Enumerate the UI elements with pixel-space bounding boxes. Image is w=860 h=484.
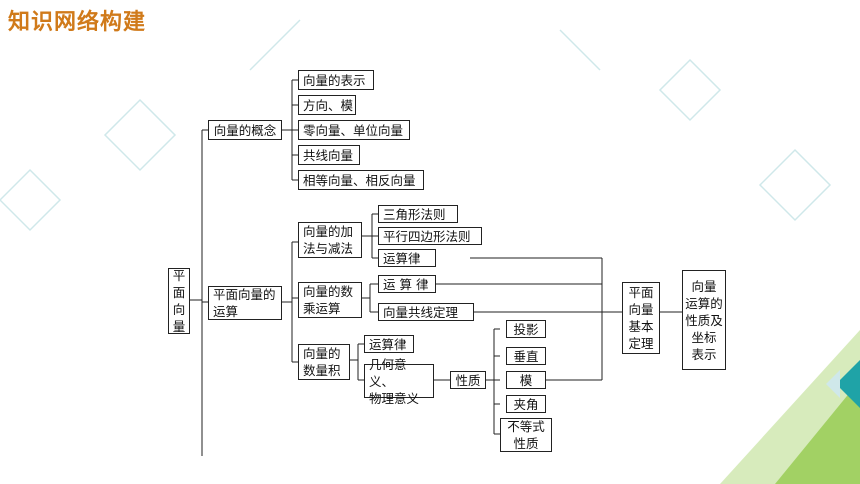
deco-diamond — [0, 168, 62, 232]
node-dot-property: 性质 — [450, 371, 486, 389]
node-operations: 平面向量的 运算 — [208, 286, 282, 320]
node-scalar-mult-item: 向量共线定理 — [378, 303, 474, 321]
deco-diamond — [658, 58, 722, 122]
page-title: 知识网络构建 — [8, 10, 147, 35]
node-coordinates: 向量 运算的 性质及 坐标 表示 — [682, 270, 726, 370]
node-concept-item: 方向、模 — [298, 95, 356, 115]
node-scalar-mult-item: 运 算 律 — [378, 275, 436, 293]
node-concept-item: 向量的表示 — [298, 70, 374, 90]
node-concept-item: 相等向量、相反向量 — [298, 170, 424, 190]
node-add-sub-item: 平行四边形法则 — [378, 227, 482, 245]
node-concept: 向量的概念 — [208, 120, 282, 140]
deco-diamond — [758, 148, 832, 222]
node-property-item: 模 — [506, 371, 546, 389]
node-dot-law: 运算律 — [364, 335, 414, 353]
node-property-item: 投影 — [506, 320, 546, 338]
node-concept-item: 零向量、单位向量 — [298, 120, 410, 140]
node-add-sub: 向量的加 法与减法 — [298, 222, 362, 258]
node-concept-item: 共线向量 — [298, 145, 360, 165]
node-dot-meaning: 几何意义、 物理意义 — [364, 357, 434, 406]
node-add-sub-item: 运算律 — [378, 249, 436, 267]
deco-line — [559, 29, 601, 71]
node-property-item: 垂直 — [506, 347, 546, 365]
node-property-item: 夹角 — [506, 395, 546, 413]
deco-green-triangle-dark — [775, 380, 860, 484]
deco-small-triangle — [826, 370, 840, 398]
deco-diamond — [103, 98, 177, 172]
node-scalar-mult: 向量的数 乘运算 — [298, 282, 362, 318]
node-dot-product: 向量的 数量积 — [298, 344, 350, 380]
node-add-sub-item: 三角形法则 — [378, 205, 458, 223]
node-root: 平 面 向 量 — [168, 268, 190, 334]
deco-teal-triangle — [836, 360, 860, 408]
deco-line — [249, 19, 301, 71]
node-property-item: 不等式 性质 — [500, 418, 552, 452]
node-basic-theorem: 平面 向量 基本 定理 — [622, 282, 660, 354]
